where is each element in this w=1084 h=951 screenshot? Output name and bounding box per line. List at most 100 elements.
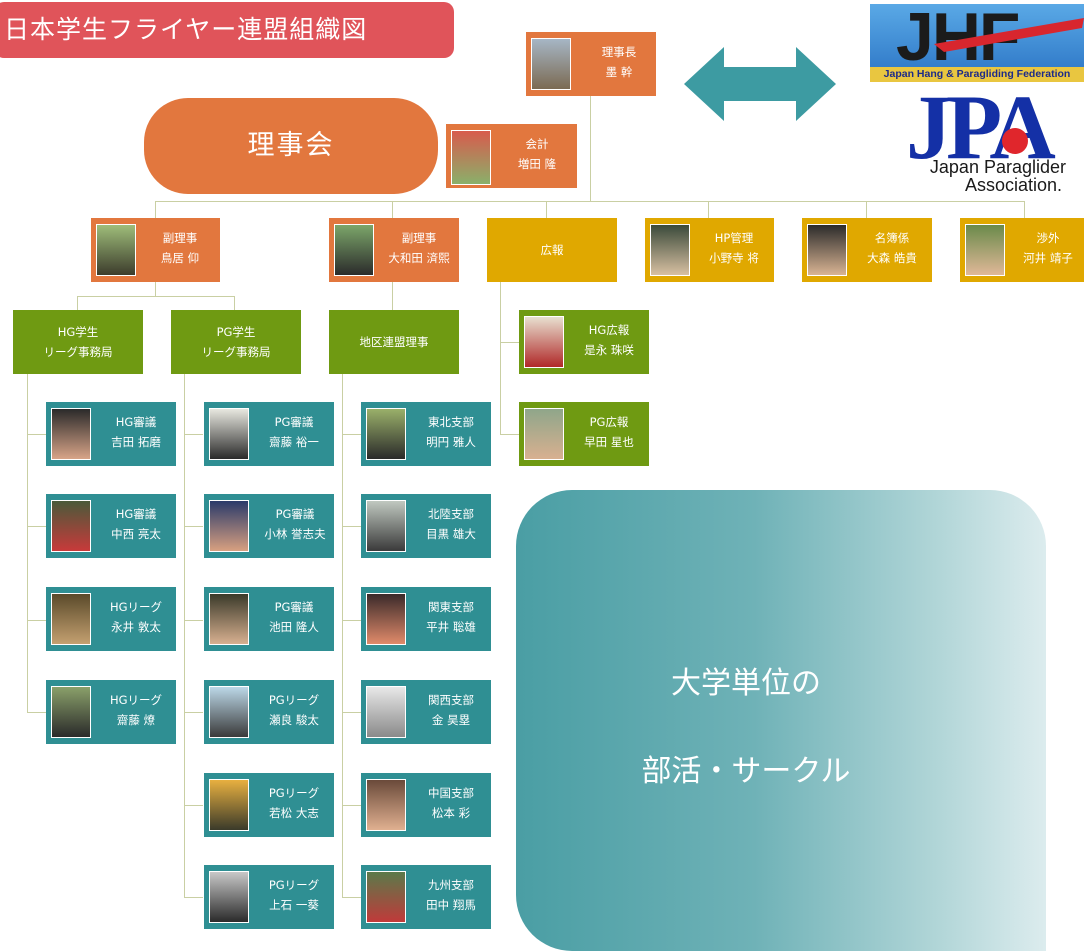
branch-name: 平井 聡雄 [426, 620, 476, 634]
pg-member-name: 上石 一葵 [269, 898, 319, 912]
connector-line [184, 620, 203, 621]
hp-manager-photo [650, 224, 690, 276]
hg-member-photo [51, 500, 91, 552]
connector-line [184, 712, 203, 713]
branch-box: 関西支部 金 昊塁 [361, 680, 491, 744]
connector-line [1024, 201, 1025, 218]
hg-pr-role: HG広報 [588, 323, 630, 337]
hg-member-name: 齋藤 燎 [116, 713, 156, 727]
hg-member-name: 永井 敦太 [111, 620, 161, 634]
connector-line [27, 434, 46, 435]
vice-director-1-name: 鳥居 仰 [160, 251, 200, 265]
connector-line [708, 201, 709, 218]
connector-line [184, 805, 203, 806]
branch-box: 中国支部 松本 彩 [361, 773, 491, 837]
hg-member-photo [51, 686, 91, 738]
pg-member-photo [209, 871, 249, 923]
pg-member-name: 瀬良 駿太 [269, 713, 319, 727]
pg-member-box: PGリーグ 若松 大志 [204, 773, 334, 837]
hp-manager-box: HP管理 小野寺 将 [645, 218, 774, 282]
pg-member-photo [209, 779, 249, 831]
connector-line [184, 434, 203, 435]
hp-manager-role: HP管理 [714, 231, 754, 245]
hg-member-photo [51, 593, 91, 645]
jhf-logo-subtitle: Japan Hang & Paragliding Federation [870, 67, 1084, 82]
pg-member-role: PGリーグ [268, 786, 320, 800]
connector-line [27, 712, 46, 713]
hg-member-name: 中西 亮太 [111, 527, 161, 541]
connector-line [155, 201, 156, 218]
university-clubs-line1: 大学単位の [671, 666, 821, 701]
hg-pr-photo [524, 316, 564, 368]
connector-line [184, 897, 203, 898]
connector-line [184, 526, 203, 527]
connector-line [155, 282, 156, 296]
jhf-logo: JHF Japan Hang & Paragliding Federation [870, 4, 1084, 82]
connector-line [77, 296, 235, 297]
pg-member-box: PGリーグ 瀬良 駿太 [204, 680, 334, 744]
connector-line [392, 282, 393, 310]
hg-member-photo [51, 408, 91, 460]
hg-league-office-box: HG学生 リーグ事務局 [13, 310, 143, 374]
branch-photo [366, 500, 406, 552]
pr-box: 広報 [487, 218, 617, 282]
connector-line [500, 282, 501, 434]
board-pill: 理事会 [144, 98, 438, 194]
vice-director-2-role: 副理事 [401, 231, 437, 245]
branch-name: 田中 翔馬 [426, 898, 476, 912]
chairman-name: 墨 幹 [605, 65, 633, 79]
pg-member-role: PGリーグ [268, 693, 320, 707]
hg-league-office-line1: HG学生 [57, 325, 99, 339]
vice-director-1-box: 副理事 鳥居 仰 [91, 218, 220, 282]
hg-pr-box: HG広報 是永 珠咲 [519, 310, 649, 374]
vice-director-1-role: 副理事 [162, 231, 198, 245]
pg-member-role: PG審議 [274, 415, 314, 429]
treasurer-box: 会計 増田 隆 [446, 124, 577, 188]
pg-pr-box: PG広報 早田 星也 [519, 402, 649, 466]
branch-role: 東北支部 [428, 415, 474, 429]
connector-line [500, 342, 520, 343]
connector-line [546, 201, 547, 218]
pg-member-photo [209, 593, 249, 645]
regional-directors-box: 地区連盟理事 [329, 310, 459, 374]
external-relations-name: 河井 靖子 [1023, 251, 1073, 265]
branch-box: 関東支部 平井 聡雄 [361, 587, 491, 651]
branch-role: 九州支部 [428, 878, 474, 892]
connector-line [590, 96, 591, 202]
external-relations-role: 渉外 [1036, 231, 1060, 245]
connector-line [234, 296, 235, 310]
double-arrow-icon [684, 47, 836, 121]
pg-member-role: PGリーグ [268, 878, 320, 892]
branch-box: 東北支部 明円 雅人 [361, 402, 491, 466]
pg-pr-photo [524, 408, 564, 460]
connector-line [342, 712, 361, 713]
pg-league-office-line1: PG学生 [216, 325, 256, 339]
connector-line [342, 897, 361, 898]
vice-director-2-name: 大和田 済熙 [388, 251, 450, 265]
connector-line [155, 201, 1025, 202]
chairman-box: 理事長 墨 幹 [526, 32, 656, 96]
connector-line [27, 526, 46, 527]
external-relations-photo [965, 224, 1005, 276]
pg-member-role: PG審議 [274, 600, 314, 614]
vice-director-1-photo [96, 224, 136, 276]
connector-line [27, 620, 46, 621]
roster-keeper-role: 名簿係 [874, 231, 910, 245]
connector-line [500, 434, 520, 435]
treasurer-photo [451, 130, 491, 185]
hg-member-role: HG審議 [115, 415, 157, 429]
branch-role: 関東支部 [428, 600, 474, 614]
roster-keeper-photo [807, 224, 847, 276]
regional-directors-label: 地区連盟理事 [359, 335, 429, 349]
hg-member-box: HGリーグ 齋藤 燎 [46, 680, 176, 744]
connector-line [342, 434, 361, 435]
pg-member-box: PGリーグ 上石 一葵 [204, 865, 334, 929]
jpa-logo-subtitle-1: Japan Paraglider [929, 157, 1066, 177]
hg-member-role: HGリーグ [109, 693, 163, 707]
branch-role: 中国支部 [428, 786, 474, 800]
pg-member-name: 若松 大志 [269, 806, 319, 820]
branch-photo [366, 408, 406, 460]
connector-line [342, 805, 361, 806]
roster-keeper-name: 大森 皓貴 [867, 251, 917, 265]
hg-member-box: HGリーグ 永井 敦太 [46, 587, 176, 651]
